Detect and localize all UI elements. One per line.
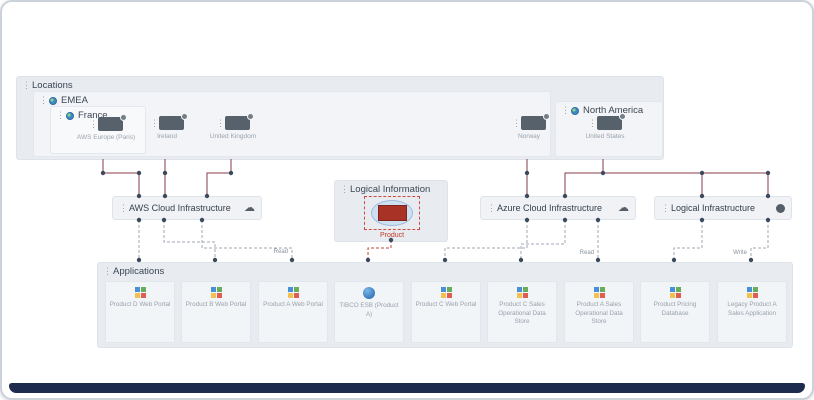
drag-handle-icon[interactable]: ⋮	[661, 202, 670, 213]
app-label: Product B Web Portal	[185, 301, 247, 308]
app-node-product-a-sales-ods[interactable]: Product A Sales Operational Data Store	[564, 281, 634, 343]
drag-handle-icon[interactable]: ⋮	[39, 95, 48, 105]
app-node-product-c-web-portal[interactable]: Product C Web Portal	[411, 281, 481, 343]
group-north-america[interactable]: ⋮ North America ⋮ United States	[555, 101, 663, 157]
application-icon	[593, 287, 605, 298]
application-icon	[516, 287, 528, 298]
application-icon	[134, 287, 146, 298]
location-node-united-states[interactable]: ⋮ United States	[565, 113, 645, 140]
product-rect-icon	[378, 205, 407, 221]
edge-label-read-1: Read	[273, 249, 288, 255]
group-logical-information-label: Logical Information	[350, 184, 431, 195]
location-node-aws-europe-paris[interactable]: ⋮ AWS Europe (Paris)	[66, 114, 146, 141]
drag-handle-icon[interactable]: ⋮	[487, 202, 496, 213]
group-north-america-label: North America	[583, 105, 644, 116]
app-label: TIBCO ESB (Product A)	[339, 302, 399, 318]
app-node-product-pricing-database[interactable]: Product Pricing Database	[640, 281, 710, 343]
cloud-icon: ☁	[618, 201, 629, 214]
app-node-product-d-web-portal[interactable]: Product D Web Portal	[105, 281, 175, 343]
application-icon	[287, 287, 299, 298]
drag-handle-icon[interactable]: ⋮	[22, 80, 31, 90]
globe-icon	[571, 106, 579, 115]
location-node-ireland[interactable]: ⋮ Ireland	[127, 113, 207, 140]
app-node-tibco-esb[interactable]: TIBCO ESB (Product A)	[334, 281, 404, 343]
node-aws-cloud-infrastructure[interactable]: ⋮ AWS Cloud Infrastructure ☁	[112, 196, 262, 220]
edge-label-write: Write	[733, 250, 747, 256]
cloud-icon: ☁	[244, 201, 255, 214]
location-label: United States	[585, 133, 625, 140]
drag-handle-icon[interactable]: ⋮	[103, 266, 112, 276]
drag-handle-icon[interactable]: ⋮	[340, 184, 349, 194]
app-node-product-c-sales-ods[interactable]: Product C Sales Operational Data Store	[487, 281, 557, 343]
drag-handle-icon[interactable]: ⋮	[119, 202, 128, 213]
app-label: Product A Sales Operational Data Store	[575, 301, 623, 325]
group-emea-label: EMEA	[61, 95, 88, 106]
group-france-label: France	[78, 110, 108, 121]
node-product[interactable]	[364, 196, 420, 230]
app-node-legacy-product-a-sales[interactable]: Legacy Product A Sales Application	[717, 281, 787, 343]
location-icon	[225, 113, 254, 130]
group-applications[interactable]: ⋮ Applications Product D Web Portal Prod…	[97, 262, 793, 348]
drag-handle-icon[interactable]: ⋮	[561, 105, 570, 115]
location-icon	[98, 114, 127, 131]
application-icon	[210, 287, 222, 298]
group-locations-label: Locations	[32, 80, 73, 91]
location-label: Ireland	[157, 133, 177, 140]
tibco-icon	[363, 287, 375, 299]
node-azure-cloud-infrastructure[interactable]: ⋮ Azure Cloud Infrastructure ☁	[480, 196, 636, 220]
group-france-header: ⋮ France	[51, 107, 145, 124]
group-applications-header: ⋮ Applications	[98, 263, 792, 280]
globe-icon	[66, 111, 74, 120]
group-logical-information[interactable]: ⋮ Logical Information Product	[334, 180, 448, 242]
location-icon	[597, 113, 626, 130]
node-logical-infrastructure[interactable]: ⋮ Logical Infrastructure	[654, 196, 792, 220]
application-icon	[746, 287, 758, 298]
app-label: Product D Web Portal	[109, 301, 171, 308]
location-label: United Kingdom	[209, 133, 257, 140]
drag-handle-icon[interactable]: ⋮	[150, 117, 159, 128]
application-icon	[669, 287, 681, 298]
window-bottom-bar	[9, 383, 805, 393]
group-north-america-header: ⋮ North America	[556, 102, 662, 119]
group-locations-header: ⋮ Locations	[17, 77, 663, 94]
app-label: Product C Sales Operational Data Store	[498, 301, 546, 325]
group-locations[interactable]: ⋮ Locations ⋮ EMEA ⋮ France ⋮	[16, 76, 664, 160]
group-france[interactable]: ⋮ France ⋮ AWS Europe (Paris)	[50, 106, 146, 154]
location-label: AWS Europe (Paris)	[76, 134, 136, 141]
location-icon	[521, 113, 550, 130]
drag-handle-icon[interactable]: ⋮	[56, 110, 65, 120]
location-node-norway[interactable]: ⋮ Norway	[489, 113, 569, 140]
drag-handle-icon[interactable]: ⋮	[512, 117, 521, 128]
group-applications-label: Applications	[113, 266, 165, 277]
application-icon	[440, 287, 452, 298]
location-label: Norway	[517, 133, 541, 140]
app-label: Legacy Product A Sales Application	[727, 301, 777, 317]
app-label: Product C Web Portal	[415, 301, 477, 308]
infrastructure-label: Azure Cloud Infrastructure	[497, 203, 603, 213]
dashed-edges	[138, 220, 769, 260]
location-icon	[159, 113, 188, 130]
group-logical-information-header: ⋮ Logical Information	[335, 181, 447, 198]
infrastructure-label: Logical Infrastructure	[671, 203, 756, 213]
infrastructure-icon	[776, 203, 785, 213]
edge-label-read-2: Read	[579, 250, 594, 256]
location-node-united-kingdom[interactable]: ⋮ United Kingdom	[193, 113, 273, 140]
app-node-product-b-web-portal[interactable]: Product B Web Portal	[181, 281, 251, 343]
group-emea-header: ⋮ EMEA	[34, 92, 550, 109]
globe-icon	[49, 96, 57, 105]
drag-handle-icon[interactable]: ⋮	[216, 117, 225, 128]
app-label: Product Pricing Database	[653, 301, 697, 317]
drag-handle-icon[interactable]: ⋮	[588, 117, 597, 128]
drag-handle-icon[interactable]: ⋮	[89, 118, 98, 129]
app-label: Product A Web Portal	[263, 301, 323, 308]
group-emea[interactable]: ⋮ EMEA ⋮ France ⋮ AWS Europe (Paris)	[33, 91, 551, 157]
app-node-product-a-web-portal[interactable]: Product A Web Portal	[258, 281, 328, 343]
infrastructure-label: AWS Cloud Infrastructure	[129, 203, 231, 213]
product-label: Product	[379, 232, 405, 239]
